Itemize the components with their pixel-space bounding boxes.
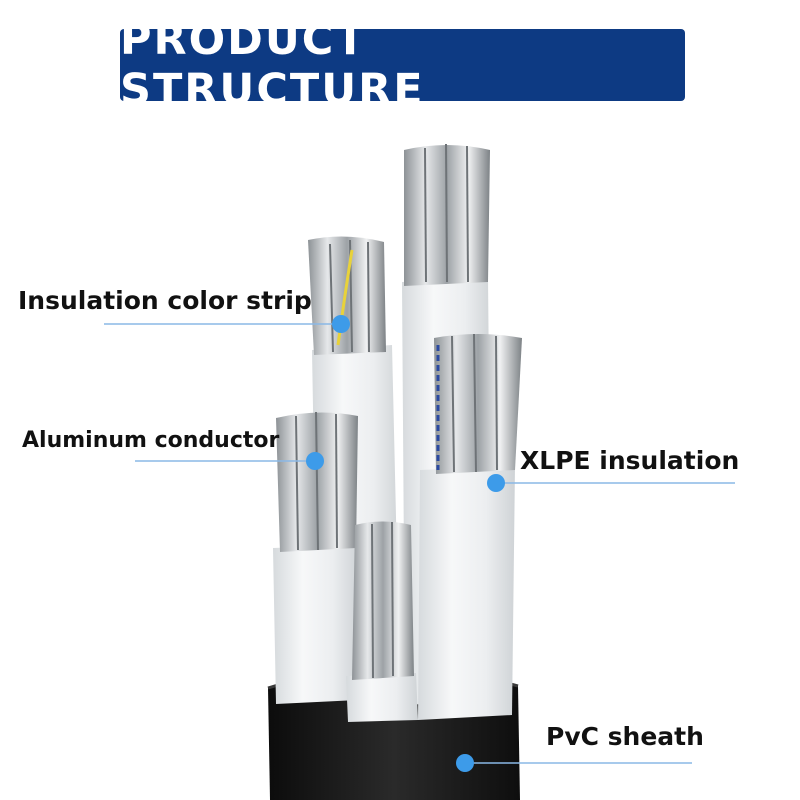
callout-strip <box>104 315 350 333</box>
callout-conductor <box>135 452 324 470</box>
label-insulation-color-strip: Insulation color strip <box>18 286 312 315</box>
callout-sheath <box>456 754 692 772</box>
page-title: PRODUCT STRUCTURE <box>120 15 425 115</box>
core-small <box>346 521 418 722</box>
core-xlpe <box>418 333 522 720</box>
core-aluminum <box>273 411 358 704</box>
marker-dot <box>456 754 474 772</box>
marker-dot <box>306 452 324 470</box>
title-banner: PRODUCT STRUCTURE <box>120 15 685 115</box>
marker-dot <box>487 474 505 492</box>
callout-xlpe <box>487 474 735 492</box>
label-aluminum-conductor: Aluminum conductor <box>22 428 280 453</box>
marker-dot <box>332 315 350 333</box>
label-pvc-sheath: PvC sheath <box>546 722 704 751</box>
label-xlpe-insulation: XLPE insulation <box>520 446 740 475</box>
